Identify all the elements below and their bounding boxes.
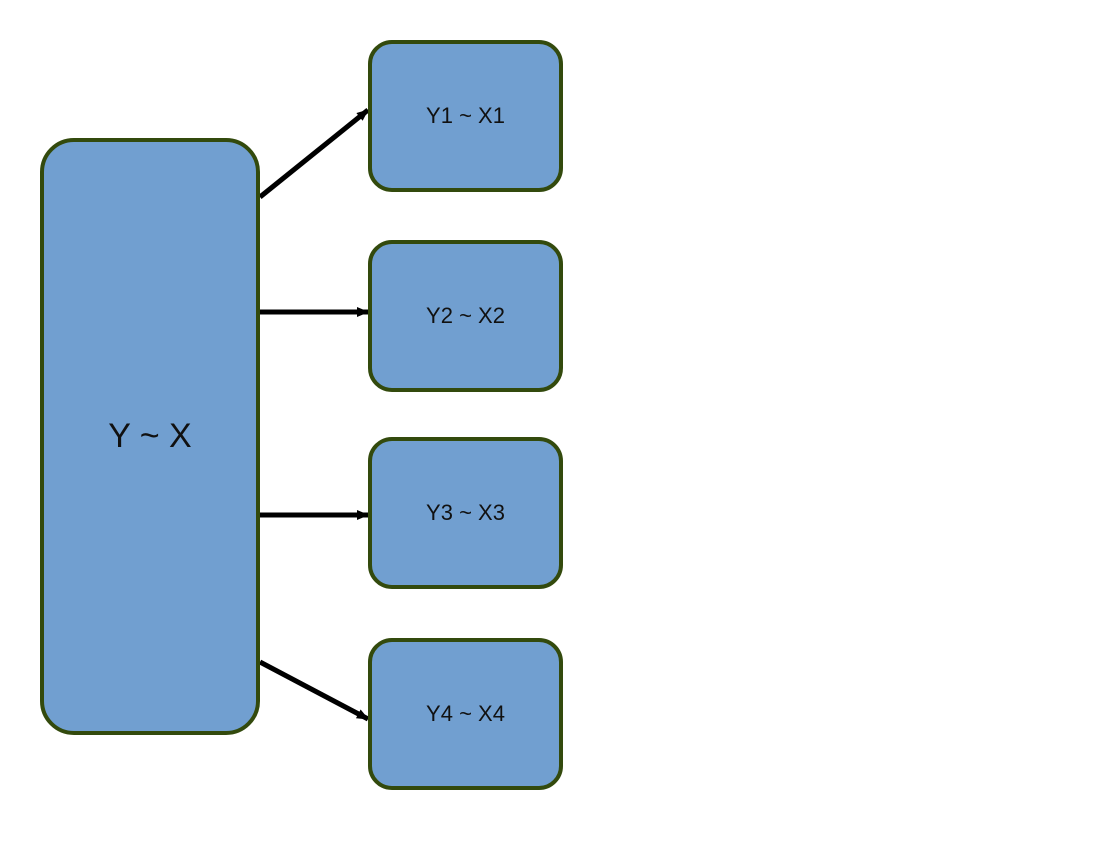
- arrow-to-y1: [258, 108, 370, 199]
- child-node-y4: Y4 ~ X4: [368, 638, 563, 790]
- child-node-label: Y2 ~ X2: [426, 303, 505, 328]
- child-node-y2: Y2 ~ X2: [368, 240, 563, 392]
- child-node-label: Y3 ~ X3: [426, 500, 505, 525]
- arrow-to-y4: [258, 659, 370, 722]
- child-node-label: Y4 ~ X4: [426, 701, 505, 726]
- main-node-label: Y ~ X: [108, 417, 192, 455]
- child-node-y3: Y3 ~ X3: [368, 437, 563, 589]
- child-node-y1: Y1 ~ X1: [368, 40, 563, 192]
- child-node-label: Y1 ~ X1: [426, 103, 505, 128]
- main-node: Y ~ X: [40, 138, 260, 735]
